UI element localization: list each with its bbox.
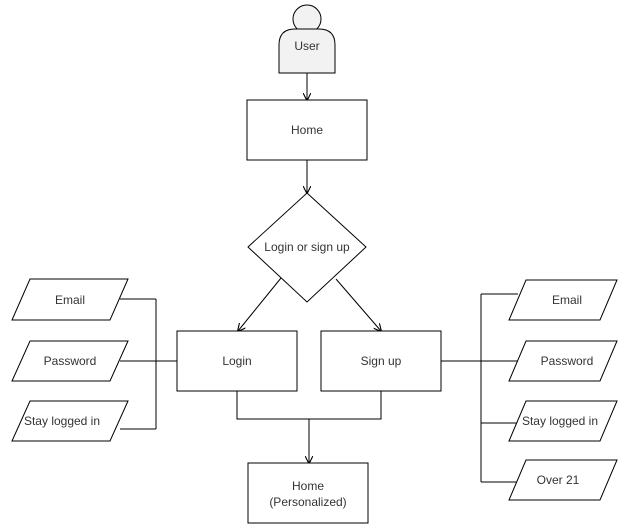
login-input-stay-logged-in: Stay logged in — [11, 400, 129, 442]
signup-input-password-label: Password — [541, 354, 594, 368]
arrow-decision-to-signup — [335, 278, 381, 331]
home-label: Home — [291, 123, 323, 137]
signup-input-over-21-shape — [508, 459, 618, 501]
login-input-password-shape — [11, 340, 129, 382]
user-node: User — [278, 4, 336, 74]
user-label: User — [294, 39, 319, 53]
final-home-label-line2: (Personalized) — [269, 495, 346, 509]
signup-inputs: Email Password Stay logged in Over 21 — [508, 279, 618, 501]
signup-input-password-shape — [508, 340, 618, 382]
signup-input-stay-logged-in-label: Stay logged in — [522, 414, 598, 428]
login-label: Login — [222, 354, 251, 368]
signup-input-over-21-label: Over 21 — [537, 473, 580, 487]
login-inputs: Email Password Stay logged in — [11, 278, 129, 442]
home-node: Home — [246, 99, 368, 161]
signup-input-over-21: Over 21 — [508, 459, 618, 501]
login-input-email: Email — [11, 278, 129, 321]
login-input-password-label: Password — [44, 354, 97, 368]
login-box — [176, 330, 298, 392]
final-home-label-line1: Home — [292, 479, 324, 493]
signup-box — [320, 330, 442, 392]
home-box — [246, 99, 368, 161]
merge-line — [236, 391, 382, 420]
connectors — [120, 73, 518, 483]
decision-diamond — [247, 192, 367, 303]
login-input-password: Password — [11, 340, 129, 382]
arrow-decision-to-login — [238, 277, 282, 331]
signup-node: Sign up — [320, 330, 442, 392]
final-home-node: Home (Personalized) — [247, 462, 369, 524]
signup-input-email-shape — [508, 279, 618, 321]
login-node: Login — [176, 330, 298, 392]
decision-node: Login or sign up — [247, 192, 367, 303]
signup-label: Sign up — [361, 354, 402, 368]
final-home-box — [247, 462, 369, 524]
signup-input-email-label: Email — [552, 293, 582, 307]
signup-input-stay-logged-in-shape — [508, 400, 618, 442]
signup-input-email: Email — [508, 279, 618, 321]
login-input-stay-logged-in-label: Stay logged in — [24, 414, 100, 428]
login-input-email-shape — [11, 278, 129, 321]
signup-input-password: Password — [508, 340, 618, 382]
login-input-email-label: Email — [55, 293, 85, 307]
decision-label: Login or sign up — [264, 240, 350, 254]
login-input-stay-logged-in-shape — [11, 400, 129, 442]
signup-input-stay-logged-in: Stay logged in — [508, 400, 618, 442]
user-body-icon — [278, 28, 336, 74]
